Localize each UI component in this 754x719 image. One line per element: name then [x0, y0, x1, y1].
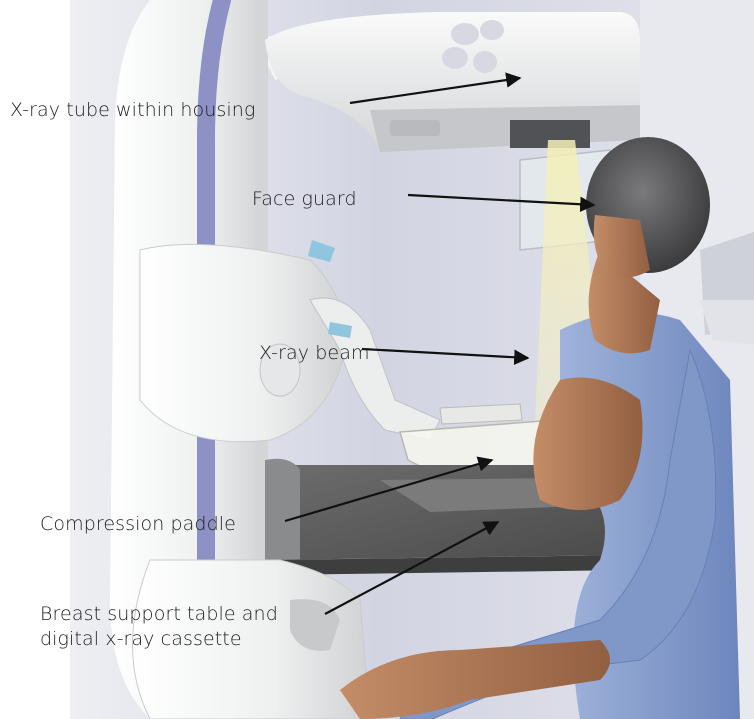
label-compression-paddle: Compression paddle [40, 512, 236, 537]
label-xray-tube: X-ray tube within housing [10, 98, 255, 123]
label-support-table: Breast support table and digital x-ray c… [40, 602, 278, 652]
label-face-guard: Face guard [252, 187, 357, 212]
label-xray-beam: X-ray beam [259, 341, 370, 366]
label-support-table-line1: Breast support table and [40, 602, 278, 627]
label-support-table-line2: digital x-ray cassette [40, 627, 278, 652]
